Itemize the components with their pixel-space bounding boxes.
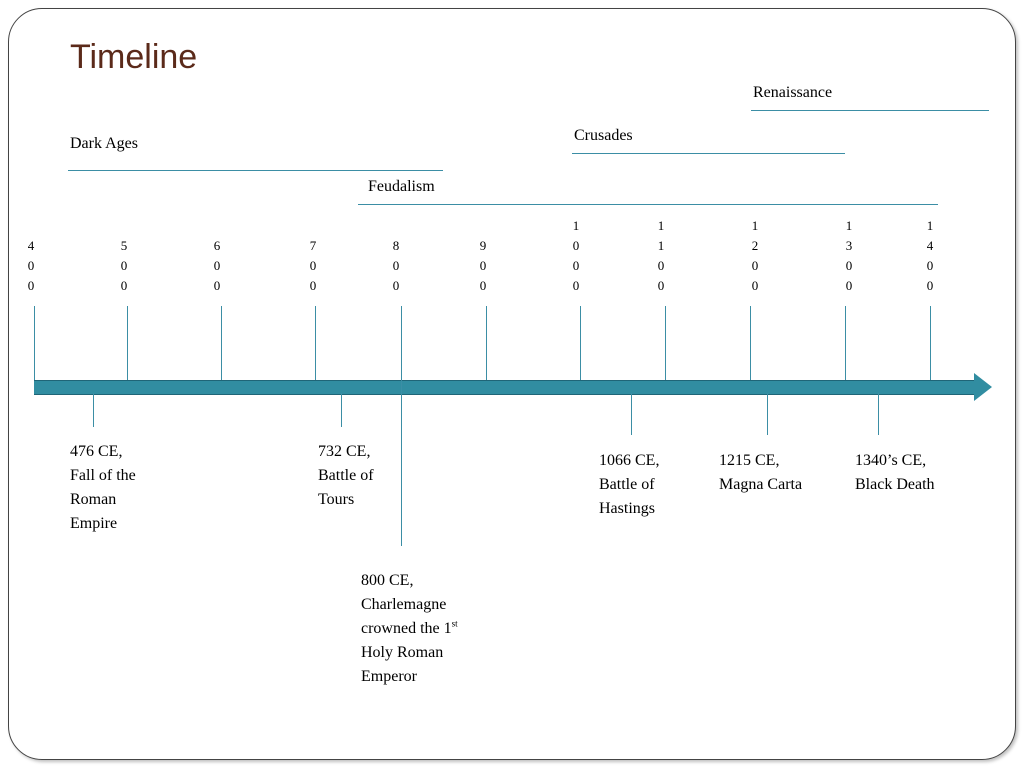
century-tick bbox=[34, 306, 35, 392]
event-line-800 bbox=[401, 306, 402, 546]
year-label-700: 7 0 0 bbox=[309, 238, 317, 293]
period-label-feudalism: Feudalism bbox=[368, 178, 435, 195]
year-label-1100: 1 1 0 0 bbox=[657, 218, 665, 293]
event-text-1215: 1215 CE,Magna Carta bbox=[719, 452, 803, 493]
century-tick bbox=[486, 306, 487, 382]
century-tick bbox=[127, 306, 128, 382]
year-label-1300: 1 3 0 0 bbox=[845, 218, 853, 293]
century-tick bbox=[315, 306, 316, 382]
period-label-dark-ages: Dark Ages bbox=[70, 135, 138, 152]
event-tick-1066 bbox=[631, 393, 632, 435]
period-label-crusades: Crusades bbox=[574, 127, 633, 144]
timeline-axis bbox=[34, 380, 976, 395]
event-text-1340: 1340’s CE,Black Death bbox=[855, 452, 935, 493]
period-line-dark-ages bbox=[68, 170, 443, 171]
period-line-renaissance bbox=[751, 110, 989, 111]
event-tick-732 bbox=[341, 393, 342, 427]
year-label-800: 8 0 0 bbox=[392, 238, 400, 293]
timeline-arrowhead bbox=[974, 373, 992, 401]
year-label-400: 4 0 0 bbox=[27, 238, 35, 293]
event-text-800: 800 CE,Charlemagne crowned the 1st Holy … bbox=[361, 572, 458, 685]
year-label-900: 9 0 0 bbox=[479, 238, 487, 293]
slide-title: Timeline bbox=[70, 38, 198, 76]
event-tick-476 bbox=[93, 393, 94, 427]
century-tick bbox=[580, 306, 581, 382]
century-tick bbox=[665, 306, 666, 382]
year-label-600: 6 0 0 bbox=[213, 238, 221, 293]
event-tick-1340 bbox=[878, 393, 879, 435]
period-line-feudalism bbox=[358, 204, 938, 205]
century-tick bbox=[221, 306, 222, 382]
period-label-renaissance: Renaissance bbox=[753, 84, 833, 101]
year-label-1200: 1 2 0 0 bbox=[751, 218, 759, 293]
event-tick-1215 bbox=[767, 393, 768, 435]
year-label-500: 5 0 0 bbox=[120, 238, 128, 293]
century-tick bbox=[930, 306, 931, 382]
century-tick bbox=[750, 306, 751, 382]
year-label-1000: 1 0 0 0 bbox=[572, 218, 580, 293]
period-line-crusades bbox=[572, 153, 845, 154]
century-tick bbox=[845, 306, 846, 382]
year-label-1400: 1 4 0 0 bbox=[926, 218, 934, 293]
